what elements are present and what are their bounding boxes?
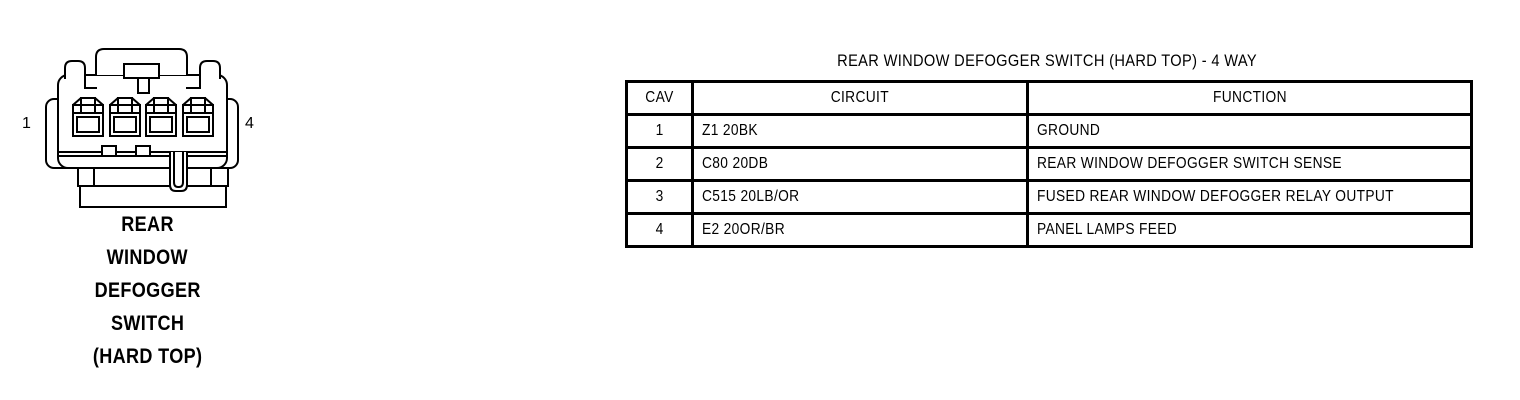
cell-function: REAR WINDOW DEFOGGER SWITCH SENSE (1026, 146, 1473, 182)
connector-base-band-upper (77, 167, 229, 187)
connector-right-ear (199, 60, 221, 79)
cell-circuit: C80 20DB (691, 146, 1029, 182)
table-title: REAR WINDOW DEFOGGER SWITCH (HARD TOP) -… (837, 51, 1258, 70)
connector-index-tab-2 (135, 145, 151, 157)
header-circuit: CIRCUIT (691, 80, 1029, 116)
pin-label-4: 4 (245, 115, 254, 132)
table-header-row: CAV CIRCUIT FUNCTION (625, 80, 1473, 116)
header-cav: CAV (625, 80, 694, 116)
pinout-table: CAV CIRCUIT FUNCTION 1 Z1 20BK GROUND 2 … (625, 80, 1473, 248)
cell-cav: 1 (625, 113, 694, 149)
connector-latch-bar (123, 63, 160, 79)
cell-circuit: C515 20LB/OR (691, 179, 1029, 215)
connector-keyway-inner (173, 151, 184, 188)
connector-left-ear (64, 60, 86, 79)
cell-function: FUSED REAR WINDOW DEFOGGER RELAY OUTPUT (1026, 179, 1473, 215)
table-row: 1 Z1 20BK GROUND (625, 113, 1473, 149)
caption-line-4: SWITCH (110, 312, 185, 335)
cell-cav: 3 (625, 179, 694, 215)
cell-circuit: E2 20OR/BR (691, 212, 1029, 248)
connector-right-step (186, 76, 201, 89)
cell-cav: 4 (625, 212, 694, 248)
connector-latch-stem (137, 77, 150, 94)
connector-keyway-outer (169, 151, 188, 192)
connector-cavity-1 (72, 97, 104, 137)
cell-function: PANEL LAMPS FEED (1026, 212, 1473, 248)
caption-line-3: DEFOGGER (94, 279, 201, 302)
header-function: FUNCTION (1026, 80, 1473, 116)
connector-cavity-2 (109, 97, 141, 137)
connector-cavity-3 (145, 97, 177, 137)
table-row: 4 E2 20OR/BR PANEL LAMPS FEED (625, 212, 1473, 248)
connector-cavity-4 (182, 97, 214, 137)
table-row: 3 C515 20LB/OR FUSED REAR WINDOW DEFOGGE… (625, 179, 1473, 215)
cell-cav: 2 (625, 146, 694, 182)
connector-index-tab-1 (101, 145, 117, 157)
pin-label-1: 1 (22, 115, 31, 132)
connector-base-band-lower (79, 185, 227, 208)
connector-left-step (84, 76, 97, 89)
table-row: 2 C80 20DB REAR WINDOW DEFOGGER SWITCH S… (625, 146, 1473, 182)
caption-line-2: WINDOW (106, 246, 189, 269)
connector-caption: REAR WINDOW DEFOGGER SWITCH (HARD TOP) (30, 208, 265, 373)
connector-latch-housing (95, 48, 188, 76)
caption-line-1: REAR (121, 213, 174, 236)
caption-line-5: (HARD TOP) (92, 345, 203, 368)
connector-diagram: 1 4 (22, 48, 254, 208)
cell-function: GROUND (1026, 113, 1473, 149)
cell-circuit: Z1 20BK (691, 113, 1029, 149)
